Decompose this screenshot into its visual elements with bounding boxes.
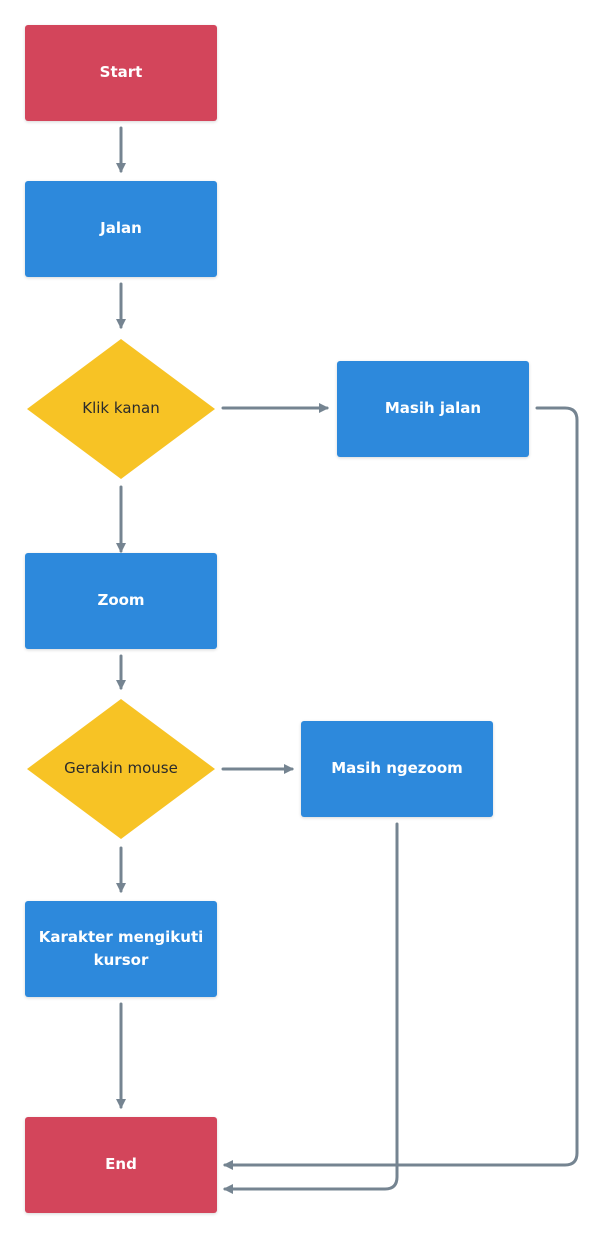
masih-ngezoom-node: Masih ngezoom [301, 721, 493, 817]
karakter-mengikuti-kursor-node: Karakter mengikuti kursor [25, 901, 217, 997]
zoom-node: Zoom [25, 553, 217, 649]
gerakin-mouse-decision: Gerakin mouse [25, 697, 217, 841]
klik-kanan-label: Klik kanan [82, 399, 160, 418]
jalan-label: Jalan [100, 219, 142, 238]
end-label: End [105, 1155, 137, 1174]
masih-jalan-label: Masih jalan [384, 399, 482, 418]
edge-masih-jalan-to-end [223, 406, 579, 1170]
klik-kanan-diamond [27, 339, 215, 479]
start-label: Start [99, 63, 143, 82]
karakter-mengikuti-kursor-label: Karakter mengikuti kursor [38, 927, 204, 969]
edge-masih-ngezoom-to-end [223, 822, 399, 1194]
gerakin-mouse-diamond [27, 699, 215, 839]
masih-ngezoom-label: Masih ngezoom [331, 759, 463, 778]
gerakin-mouse-label: Gerakin mouse [64, 759, 178, 778]
zoom-label: Zoom [97, 591, 145, 610]
jalan-node: Jalan [25, 181, 217, 277]
end-node: End [25, 1117, 217, 1213]
klik-kanan-decision: Klik kanan [25, 337, 217, 481]
start-node: Start [25, 25, 217, 121]
masih-jalan-node: Masih jalan [337, 361, 529, 457]
